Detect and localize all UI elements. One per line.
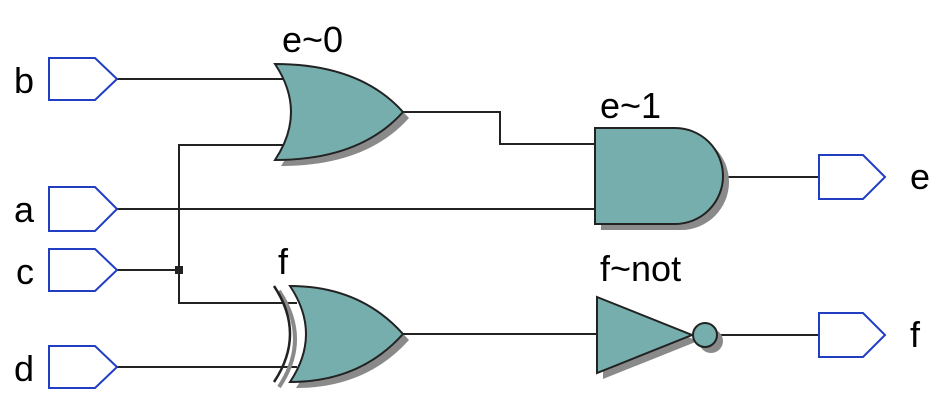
pin-f-label: f <box>910 314 921 355</box>
or-gate-e0-label: e~0 <box>282 19 343 60</box>
wire-c-bus-to-xor-f <box>178 270 297 304</box>
and-gate-e1-label: e~1 <box>600 85 661 126</box>
wire-or-e0-to-and-e1 <box>403 111 597 145</box>
not-gate-f[interactable]: f~not <box>596 248 723 379</box>
xor-gate-f-label: f <box>278 241 289 282</box>
pin-a-shape[interactable] <box>48 186 119 232</box>
xor-gate-f-extra-arc-shadow <box>277 289 297 389</box>
wires <box>117 78 819 368</box>
wire-c-bus-to-or-e0 <box>178 144 285 270</box>
pin-b-label: b <box>14 60 34 101</box>
xor-gate-f[interactable]: f <box>272 241 409 389</box>
wire-junction-dot <box>175 266 183 274</box>
pin-a-label: a <box>14 189 35 230</box>
pin-d-shape[interactable] <box>48 345 119 389</box>
output-pin-f[interactable]: f <box>818 312 921 358</box>
and-gate-e1-body[interactable] <box>594 127 724 225</box>
or-gate-e0[interactable]: e~0 <box>273 19 409 166</box>
xor-gate-f-extra-arc <box>272 285 292 383</box>
input-pin-a[interactable]: a <box>14 186 119 232</box>
pin-b-shape[interactable] <box>48 57 119 101</box>
pin-e-shape[interactable] <box>818 154 887 200</box>
not-gate-f-bubble[interactable] <box>692 322 718 348</box>
pin-e-label: e <box>910 156 930 197</box>
pin-c-shape[interactable] <box>48 248 119 292</box>
pin-d-label: d <box>14 348 34 389</box>
pin-f-shape[interactable] <box>818 312 887 358</box>
not-gate-f-label: f~not <box>600 248 681 289</box>
xor-gate-f-body[interactable] <box>288 284 405 384</box>
output-pin-e[interactable]: e <box>818 154 930 200</box>
or-gate-e0-body[interactable] <box>273 62 405 162</box>
input-pin-b[interactable]: b <box>14 57 119 101</box>
and-gate-e1[interactable]: e~1 <box>594 85 729 230</box>
input-pin-d[interactable]: d <box>14 345 119 389</box>
not-gate-f-body[interactable] <box>596 295 695 375</box>
pin-c-label: c <box>16 251 34 292</box>
input-pin-c[interactable]: c <box>16 248 119 292</box>
